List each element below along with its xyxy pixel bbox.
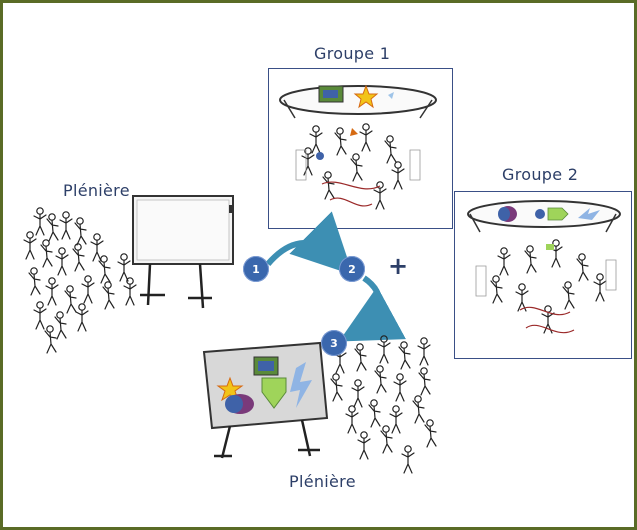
- arrow-shape-icon: [261, 377, 287, 409]
- label-pleniere-top: Plénière: [63, 181, 130, 200]
- flipchart-bottom: [202, 341, 329, 459]
- pleniere-crowd-bottom: [330, 335, 437, 474]
- plus-sign: +: [388, 252, 409, 280]
- groupe-1-people: [295, 123, 421, 210]
- whiteboard-top: [132, 195, 234, 309]
- groupe-2-table: [467, 200, 621, 233]
- pleniere-crowd-top: [23, 207, 137, 354]
- step-3-marker: 3: [321, 330, 347, 356]
- label-pleniere-bottom: Plénière: [289, 472, 356, 491]
- label-groupe-2: Groupe 2: [502, 165, 579, 184]
- label-groupe-1: Groupe 1: [314, 44, 391, 63]
- groupe-2-people: [475, 239, 617, 334]
- lightning-icon: [290, 362, 312, 408]
- arrow-1-to-2: [265, 211, 353, 275]
- step-2-marker: 2: [339, 256, 365, 282]
- step-1-marker: 1: [243, 256, 269, 282]
- arrow-2-to-3: [338, 275, 406, 342]
- groupe-1-table: [279, 84, 437, 119]
